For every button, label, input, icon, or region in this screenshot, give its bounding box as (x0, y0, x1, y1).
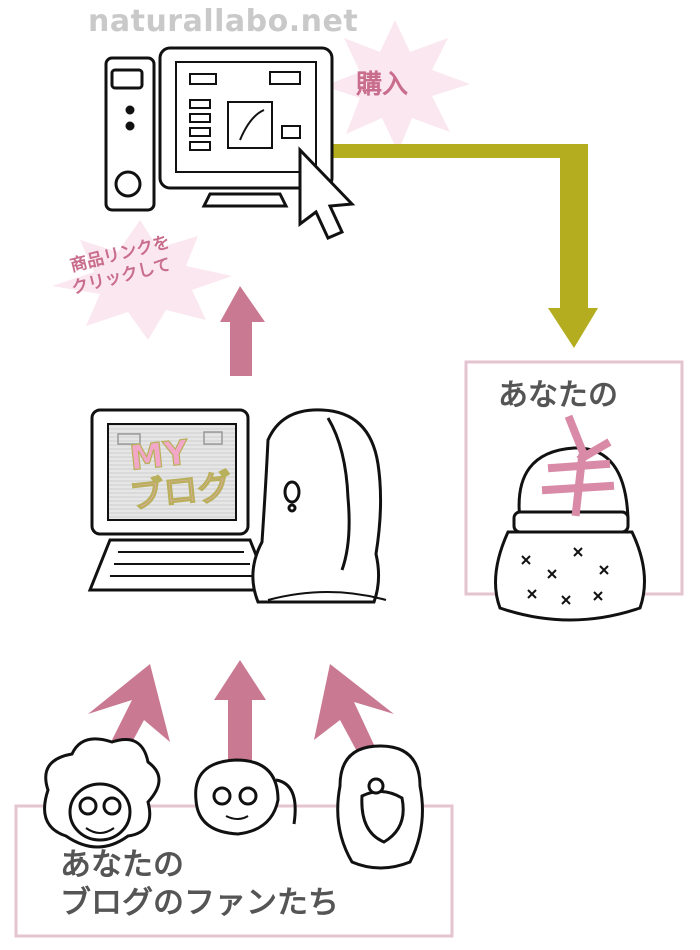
site-url-watermark: naturallabo.net (88, 4, 359, 39)
my-blog-screen-text: MY ブログ (127, 430, 234, 517)
click-starburst (52, 220, 232, 340)
blog-computer-illustration (87, 408, 273, 592)
arrow-purchase-to-you (326, 144, 598, 348)
fan-curly-hair-illustration (43, 737, 161, 849)
arrow-up-to-shop (220, 286, 265, 376)
fans-label-line1: あなたの (60, 847, 184, 883)
you-label: あなたの (498, 378, 618, 413)
arrow-up-middle-fan (214, 660, 266, 762)
purchase-label: 購入 (356, 70, 409, 100)
fans-label: あなたの ブログのファンたち (60, 846, 339, 922)
handbag-illustration (494, 446, 646, 622)
fan-glasses-ponytail-illustration (194, 758, 297, 836)
shop-computer-illustration (104, 46, 356, 240)
purchase-starburst (324, 20, 470, 152)
fans-label-line2: ブログのファンたち (60, 885, 339, 921)
yen-icon (541, 414, 615, 517)
fan-wavy-hair-flower-illustration (336, 744, 424, 870)
arrow-up-left-fan (88, 664, 170, 772)
woman-at-computer-illustration (251, 408, 387, 604)
